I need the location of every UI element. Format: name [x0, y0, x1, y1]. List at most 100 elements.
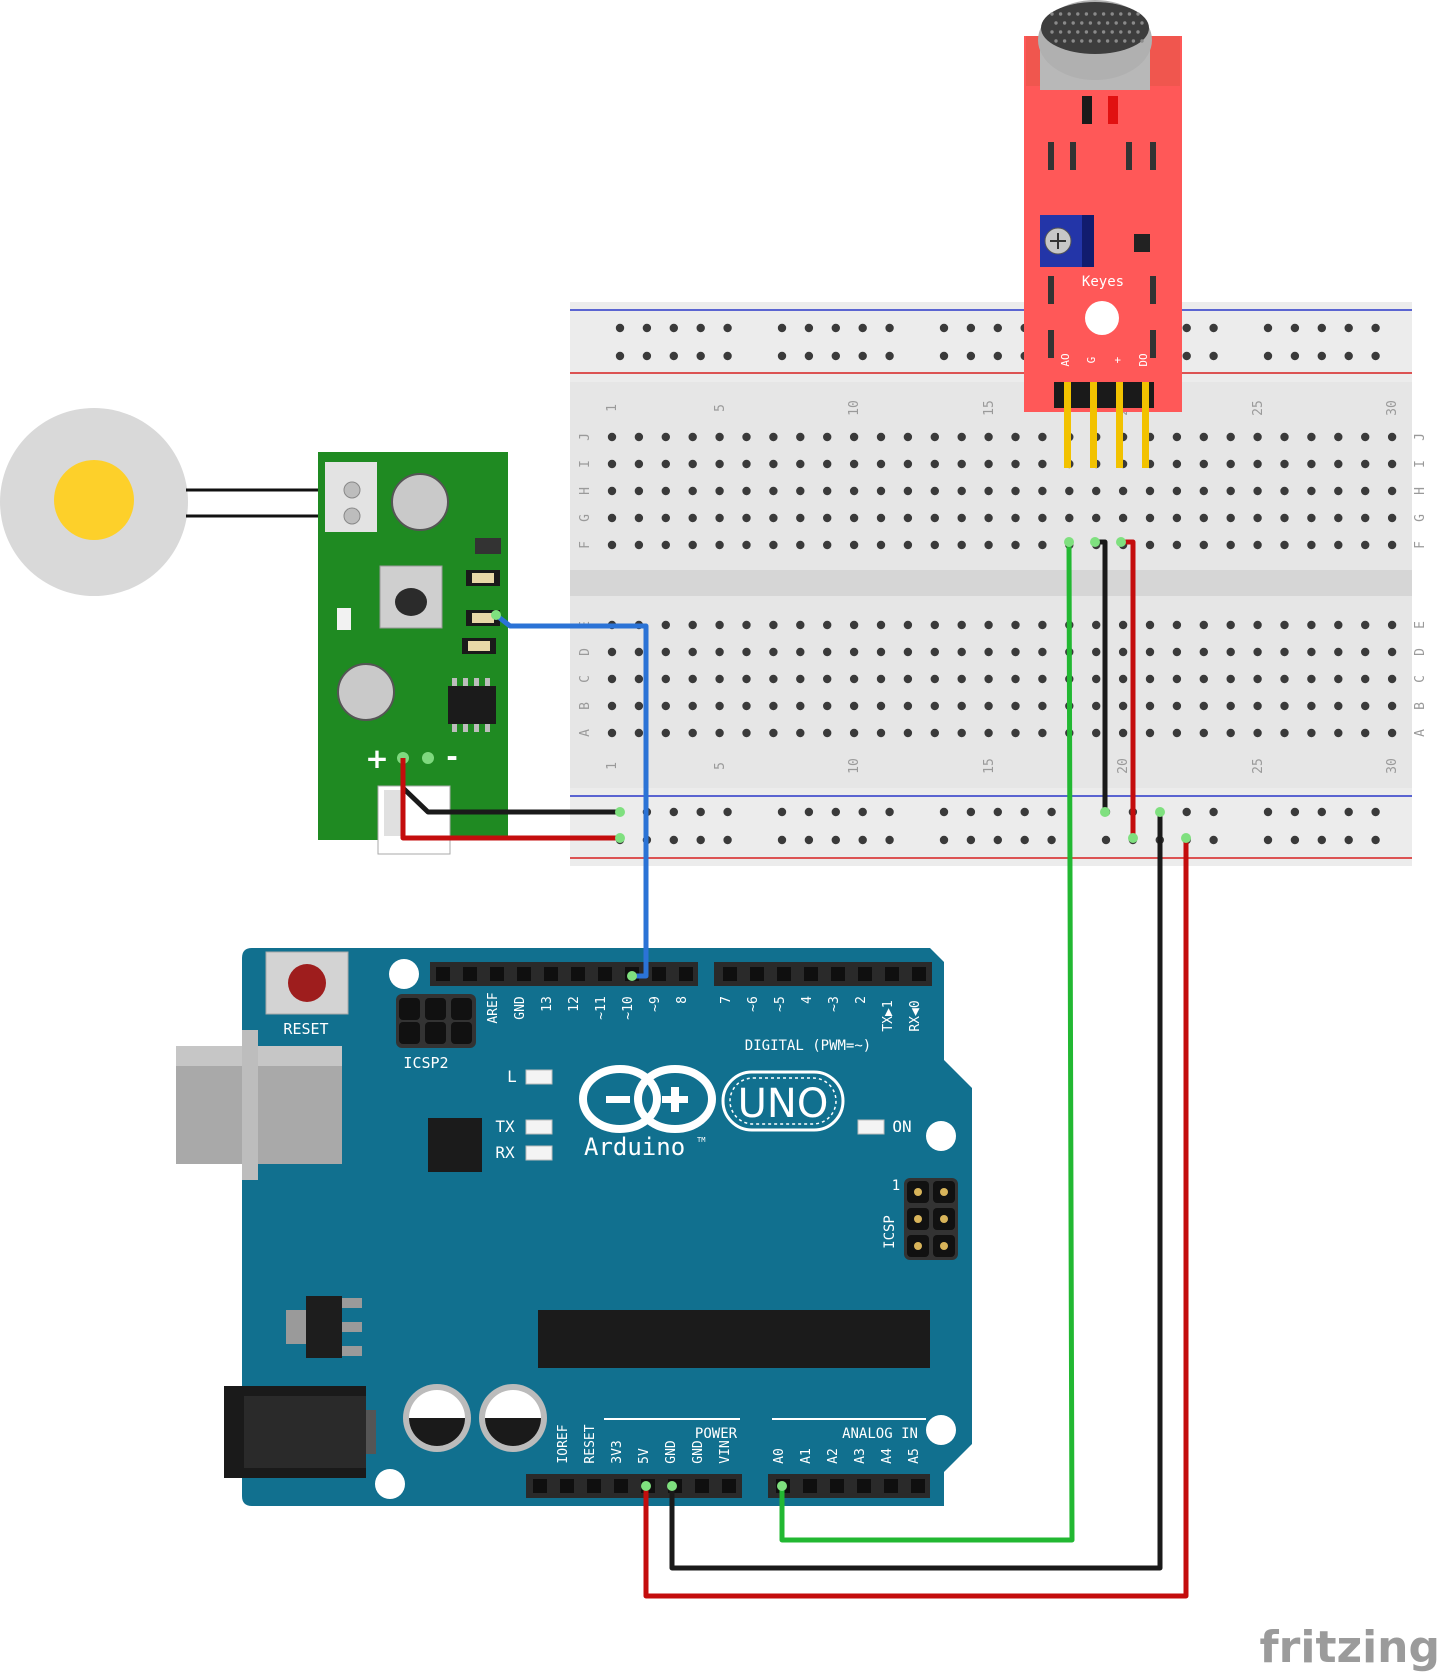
rail-hole	[1317, 807, 1327, 817]
wire-end	[491, 610, 501, 620]
bottom-pin-sockets	[533, 1479, 925, 1493]
header-socket[interactable]	[885, 967, 899, 981]
header-socket[interactable]	[830, 1479, 844, 1493]
rail-hole	[696, 323, 705, 333]
header-socket[interactable]	[831, 967, 845, 981]
mounting-hole	[1085, 301, 1119, 335]
breadboard-hole	[661, 674, 670, 684]
wire-end	[777, 1481, 787, 1491]
column-number: 15	[982, 400, 997, 416]
breadboard-hole	[607, 647, 617, 657]
header-socket[interactable]	[560, 1479, 574, 1493]
breadboard-hole	[796, 728, 805, 738]
breadboard-hole	[930, 701, 939, 711]
rail-hole	[1263, 323, 1273, 333]
breadboard-hole	[1226, 486, 1235, 496]
breadboard-hole	[1280, 701, 1289, 711]
header-socket[interactable]	[695, 1479, 709, 1493]
header-socket[interactable]	[517, 967, 531, 981]
breadboard-hole	[688, 432, 697, 442]
breadboard-hole	[1011, 647, 1020, 657]
breadboard-hole	[1065, 486, 1074, 496]
header-socket[interactable]	[777, 967, 791, 981]
rail-hole	[642, 351, 652, 361]
mic-mesh-dot	[1105, 39, 1110, 43]
wire-end	[1100, 807, 1110, 817]
rail-hole	[804, 323, 814, 333]
header-socket[interactable]	[803, 1479, 817, 1493]
header-socket[interactable]	[598, 967, 612, 981]
breadboard-hole	[876, 486, 886, 496]
breadboard-hole	[903, 620, 913, 630]
breadboard-hole	[984, 674, 993, 684]
breadboard-hole	[984, 728, 993, 738]
header-socket[interactable]	[463, 967, 477, 981]
header-socket[interactable]	[884, 1479, 898, 1493]
breadboard-hole	[1226, 701, 1235, 711]
breadboard-hole	[1361, 432, 1370, 442]
breadboard-hole	[957, 432, 966, 442]
header-socket[interactable]	[750, 967, 764, 981]
header-socket[interactable]	[544, 967, 558, 981]
wire-end	[615, 833, 625, 843]
breadboard-hole	[957, 728, 966, 738]
header-socket[interactable]	[858, 967, 872, 981]
header-socket[interactable]	[911, 1479, 925, 1493]
rail-hole	[1263, 807, 1273, 817]
breadboard-hole	[661, 432, 670, 442]
rail-hole	[1371, 351, 1380, 361]
mic-mesh-dot	[1080, 21, 1084, 25]
mounting-hole	[375, 1469, 405, 1499]
breadboard-hole	[796, 647, 805, 657]
header-socket[interactable]	[723, 967, 737, 981]
breadboard-hole	[957, 620, 966, 630]
breadboard-hole	[607, 674, 617, 684]
digital-pin-label: GND	[513, 996, 528, 1020]
digital-pin-labels: AREF GND 13 12 ~11 ~10 ~9 8 7 ~6 ~5 4 ~3…	[486, 992, 923, 1031]
header-socket[interactable]	[804, 967, 818, 981]
mic-mesh-dot	[1050, 12, 1054, 16]
breadboard-hole	[1038, 432, 1047, 442]
rail-hole	[723, 835, 732, 845]
breadboard-hole	[1361, 674, 1370, 684]
breadboard-hole	[688, 647, 697, 657]
header-socket[interactable]	[679, 967, 693, 981]
breadboard-hole	[1361, 459, 1370, 469]
breadboard-hole	[715, 432, 724, 442]
breadboard-hole	[849, 513, 859, 523]
mic-mesh-dot	[1127, 30, 1132, 34]
breadboard-hole	[849, 701, 859, 711]
mic-mesh-dot	[1127, 12, 1132, 16]
header-socket[interactable]	[722, 1479, 736, 1493]
breadboard-hole	[1199, 540, 1209, 550]
breadboard-hole	[634, 432, 644, 442]
rail-hole	[939, 351, 949, 361]
breadboard-hole	[930, 540, 939, 550]
header-socket[interactable]	[571, 967, 585, 981]
breadboard-hole	[957, 540, 966, 550]
header-socket[interactable]	[587, 1479, 601, 1493]
header-socket[interactable]	[533, 1479, 547, 1493]
reset-button-cap[interactable]	[288, 964, 326, 1002]
wire-end	[1181, 833, 1191, 843]
digital-pin-label: ~6	[746, 996, 761, 1012]
breadboard-hole	[1387, 647, 1397, 657]
digital-pin-label: RX◀0	[908, 1000, 923, 1031]
breadboard-hole	[634, 647, 644, 657]
header-socket[interactable]	[614, 1479, 628, 1493]
breadboard-hole	[769, 540, 778, 550]
mic-mesh-dot	[1140, 21, 1144, 25]
breadboard-hole	[1038, 459, 1047, 469]
mic-mesh-dot	[1067, 12, 1071, 16]
header-socket[interactable]	[436, 967, 450, 981]
breadboard-hole	[957, 459, 966, 469]
header-socket[interactable]	[857, 1479, 871, 1493]
breadboard-hole	[903, 701, 913, 711]
header-socket[interactable]	[652, 967, 666, 981]
breadboard-hole	[1280, 540, 1289, 550]
breadboard-hole	[769, 459, 778, 469]
header-socket[interactable]	[490, 967, 504, 981]
rail-hole	[966, 351, 976, 361]
header-socket[interactable]	[912, 967, 926, 981]
rail-hole	[939, 835, 949, 845]
